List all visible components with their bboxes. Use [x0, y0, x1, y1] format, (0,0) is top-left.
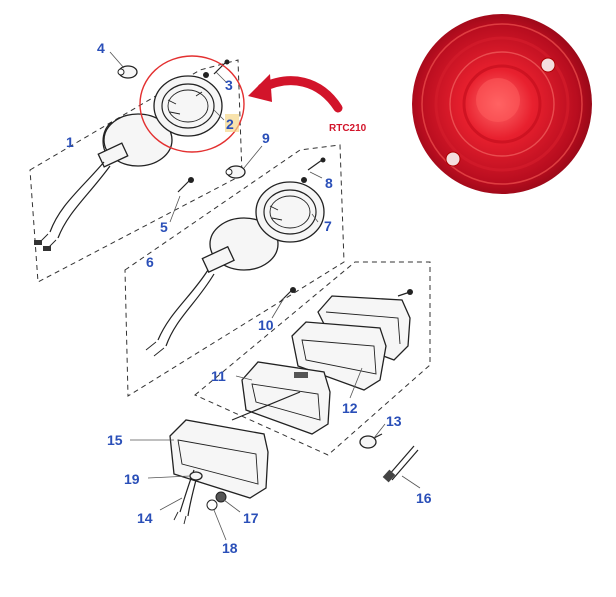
part-number-15: 15 [107, 432, 123, 448]
part-number-8: 8 [325, 175, 333, 191]
callout-part-number: RTC210 [329, 123, 367, 134]
part-number-5: 5 [160, 219, 168, 235]
highlight-circle [139, 55, 245, 153]
leader-lines [109, 51, 421, 541]
part-number-13: 13 [386, 413, 402, 429]
part-number-2: 2 [226, 116, 234, 132]
part-number-7: 7 [324, 218, 332, 234]
callout-arrow [248, 74, 343, 113]
part-number-4: 4 [97, 40, 105, 56]
part-number-17: 17 [243, 510, 259, 526]
part-number-1: 1 [66, 134, 74, 150]
part-number-11: 11 [211, 368, 226, 384]
part-number-10: 10 [258, 317, 274, 333]
part-number-18: 18 [222, 540, 238, 556]
rear-lamp-assembly [169, 261, 431, 525]
part-number-labels: 4 3 2 1 9 8 5 7 6 10 11 12 13 15 19 16 1… [66, 40, 432, 556]
part-number-19: 19 [124, 471, 140, 487]
part-number-12: 12 [342, 400, 358, 416]
lamp-assembly-2 [124, 144, 345, 397]
part-number-9: 9 [262, 130, 270, 146]
part-number-14: 14 [137, 510, 153, 526]
part-number-6: 6 [146, 254, 154, 270]
red-lens-image [412, 14, 592, 194]
part-number-3: 3 [225, 77, 233, 93]
part-number-16: 16 [416, 490, 432, 506]
